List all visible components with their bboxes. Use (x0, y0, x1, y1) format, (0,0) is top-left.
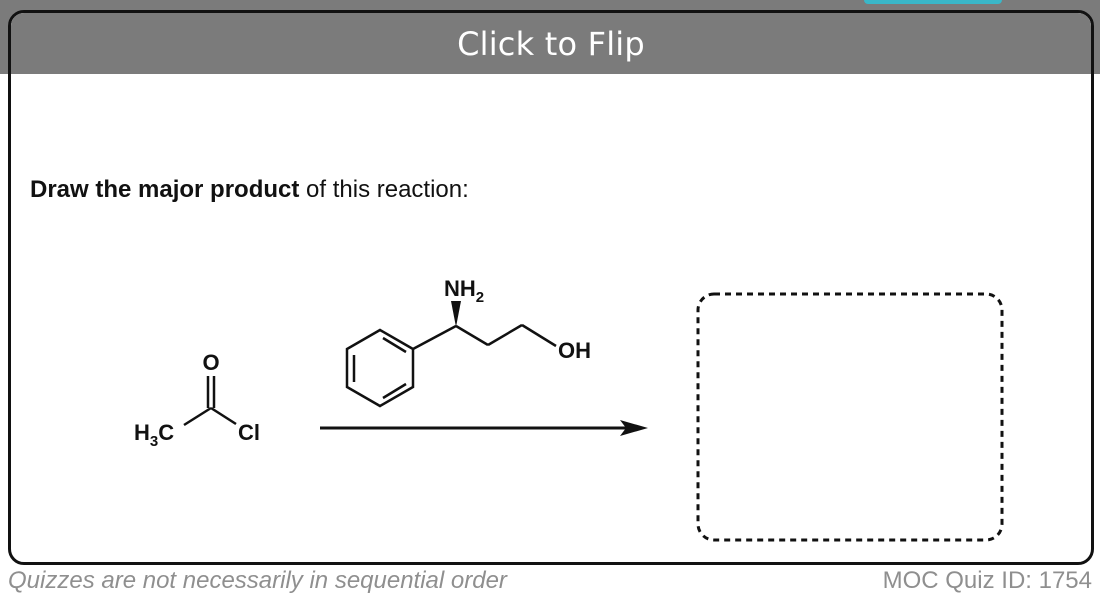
sequence-note: Quizzes are not necessarily in sequentia… (8, 567, 507, 594)
product-answer-box[interactable] (696, 292, 1004, 542)
question-text: Draw the major product of this reaction: (30, 176, 469, 204)
amine-label: NH2 (444, 276, 484, 306)
acetyl-chloride-structure: O H3C Cl (134, 350, 260, 450)
flip-label: Click to Flip (457, 24, 645, 63)
reaction-arrow (320, 420, 648, 436)
chloride-label: Cl (238, 420, 260, 445)
hydroxyl-label: OH (558, 338, 591, 363)
question-rest: of this reaction: (299, 176, 469, 203)
carbonyl-oxygen-label: O (202, 350, 219, 375)
flashcard[interactable]: Click to Flip (8, 10, 1094, 565)
quiz-id: MOC Quiz ID: 1754 (882, 567, 1092, 594)
methyl-label: H3C (134, 420, 174, 450)
amino-alcohol-structure: NH2 OH (345, 276, 591, 408)
top-accent-tab (864, 0, 1002, 4)
question-bold: Draw the major product (30, 176, 300, 203)
click-to-flip-button[interactable]: Click to Flip (11, 13, 1091, 74)
